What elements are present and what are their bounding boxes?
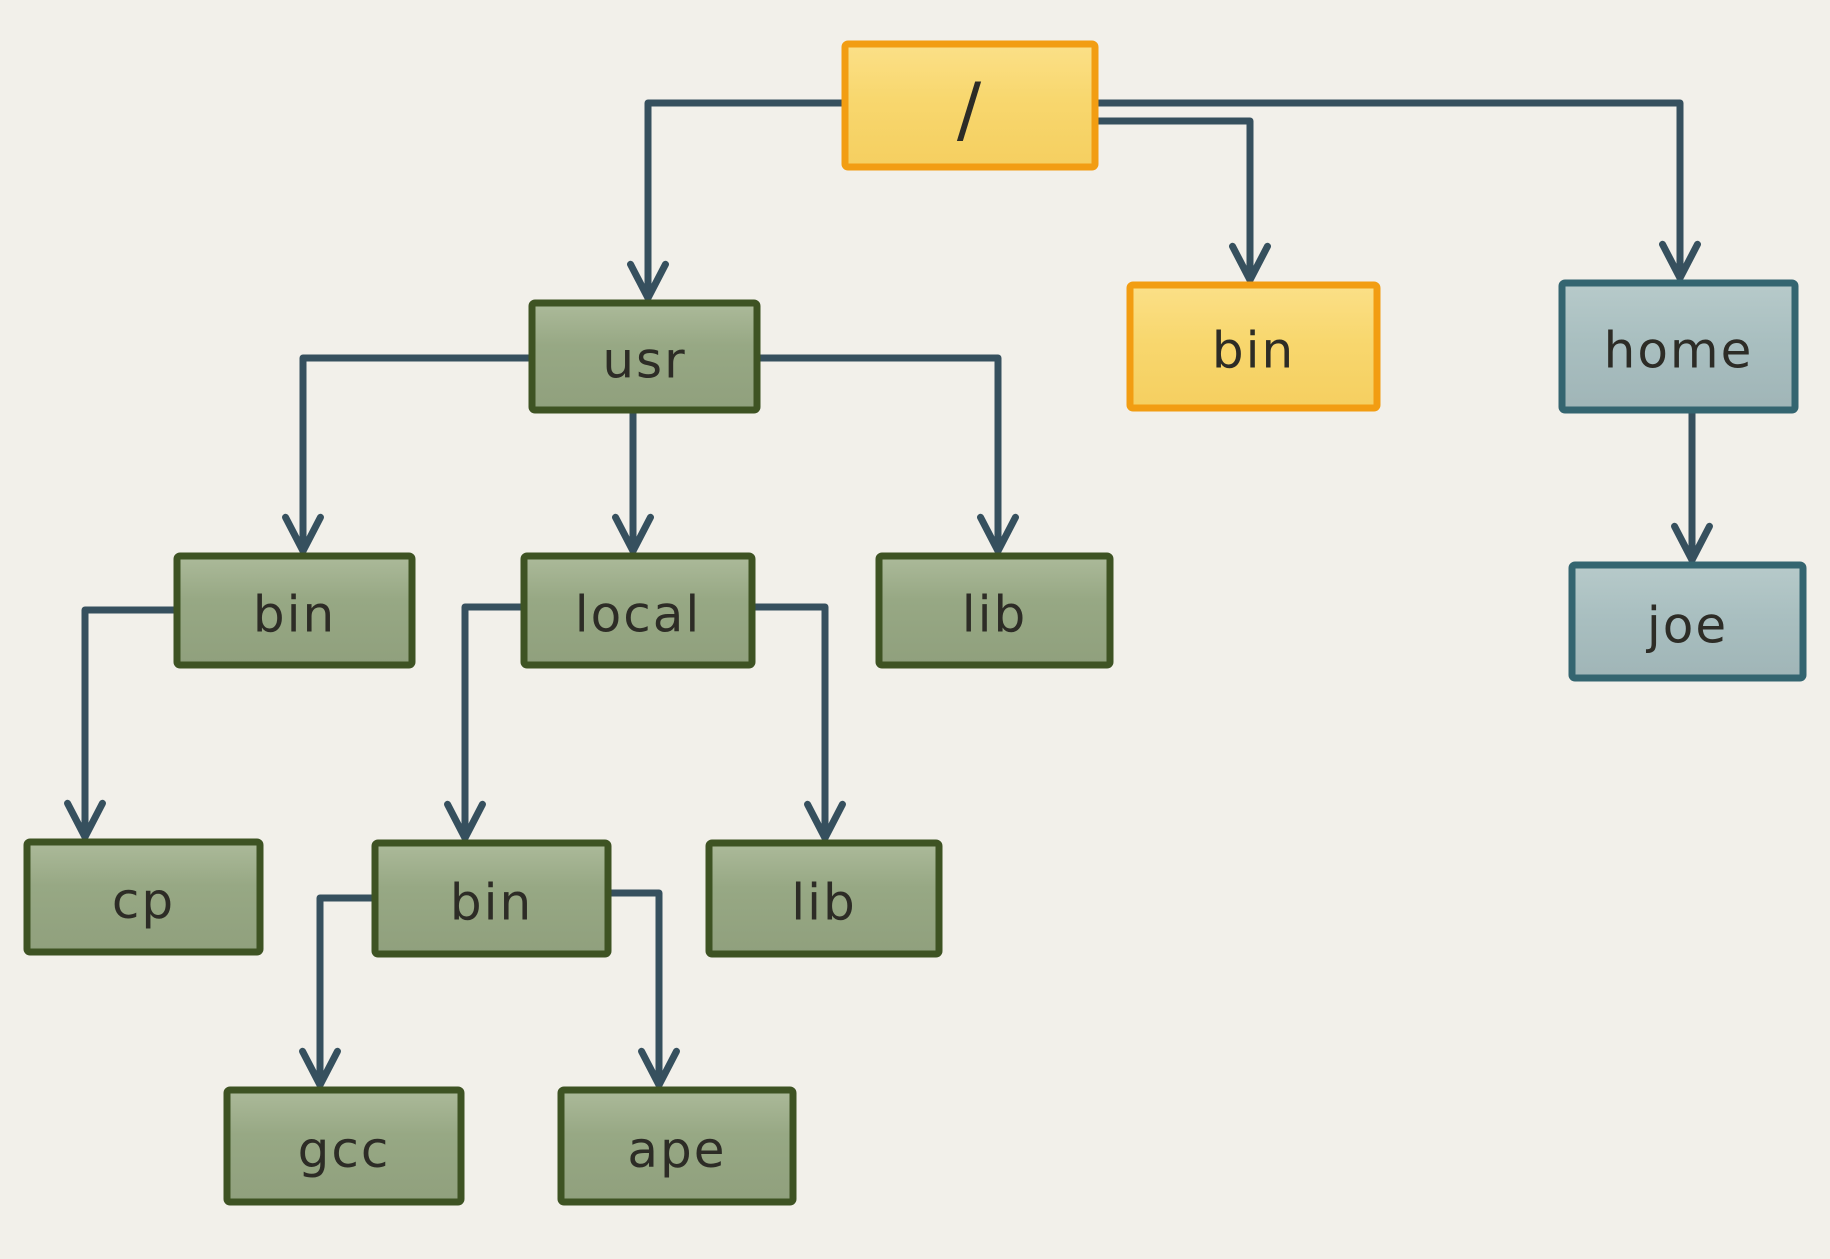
edge-line-root-to-usr	[644, 99, 845, 298]
edges-layer	[64, 99, 1713, 1089]
edge-line-bin2-to-gcc	[316, 894, 375, 1085]
node-joe-label: joe	[1646, 597, 1728, 655]
arrowhead-icon-root-to-usr	[627, 260, 669, 302]
connector-root-to-usr	[627, 99, 845, 302]
node-local-bin-box	[371, 839, 612, 958]
node-root-box	[841, 40, 1099, 171]
connector-bin2-to-gcc	[299, 894, 375, 1089]
arrowhead-icon-bin-to-cp	[64, 799, 106, 841]
connector-usr-to-bin	[282, 354, 532, 555]
node-usr-local-box	[520, 552, 756, 669]
node-local-lib-label: lib	[791, 874, 857, 932]
arrowhead-icon-usr-to-lib	[977, 513, 1019, 555]
arrowhead-icon-usr-to-local	[612, 513, 654, 555]
connector-root-to-home	[1097, 99, 1701, 282]
node-joe-box	[1568, 561, 1807, 682]
edge-line-local-to-bin	[461, 603, 524, 838]
node-usr-box	[528, 299, 761, 414]
node-local-lib-box	[705, 839, 943, 958]
node-bin-root-box	[1126, 281, 1381, 412]
node-home: home	[1558, 279, 1799, 414]
node-gcc: gcc	[223, 1086, 465, 1206]
node-home-box	[1558, 279, 1799, 414]
connector-local-to-lib	[752, 603, 846, 842]
connector-bin2-to-ape	[608, 889, 680, 1089]
node-ape-label: ape	[627, 1121, 726, 1179]
arrowhead-icon-root-to-home	[1659, 240, 1701, 282]
node-usr-bin-label: bin	[253, 586, 336, 644]
node-root: /	[841, 40, 1099, 171]
node-cp: cp	[23, 838, 264, 956]
node-root-label: /	[957, 68, 983, 152]
node-home-label: home	[1604, 322, 1754, 380]
node-usr-bin: bin	[173, 552, 416, 669]
connector-root-to-bin	[1097, 117, 1271, 284]
connector-usr-to-lib	[757, 354, 1019, 555]
arrowhead-icon-local-to-bin	[444, 800, 486, 842]
node-usr-bin-box	[173, 552, 416, 669]
node-usr-local-label: local	[575, 586, 702, 644]
edge-line-root-to-bin	[1097, 117, 1254, 280]
node-usr-lib: lib	[875, 552, 1114, 669]
arrowhead-icon-local-to-lib	[804, 800, 846, 842]
node-gcc-label: gcc	[298, 1121, 391, 1179]
edge-line-usr-to-bin	[299, 354, 532, 551]
connector-bin-to-cp	[64, 606, 177, 841]
node-cp-box	[23, 838, 264, 956]
node-joe: joe	[1568, 561, 1807, 682]
arrowhead-icon-bin2-to-ape	[638, 1047, 680, 1089]
node-cp-label: cp	[112, 872, 175, 930]
node-ape-box	[557, 1086, 797, 1206]
arrowhead-icon-root-to-bin	[1229, 242, 1271, 284]
node-gcc-box	[223, 1086, 465, 1206]
node-bin-root: bin	[1126, 281, 1381, 412]
arrowhead-icon-bin2-to-gcc	[299, 1047, 341, 1089]
arrowhead-icon-home-to-joe	[1671, 522, 1713, 564]
edge-line-local-to-lib	[752, 603, 829, 838]
node-usr-label: usr	[602, 332, 686, 390]
node-usr-lib-label: lib	[962, 586, 1028, 644]
node-usr: usr	[528, 299, 761, 414]
edge-line-bin2-to-ape	[608, 889, 663, 1085]
arrowhead-icon-usr-to-bin	[282, 513, 324, 555]
node-usr-lib-box	[875, 552, 1114, 669]
node-local-lib: lib	[705, 839, 943, 958]
node-local-bin-label: bin	[450, 874, 533, 932]
node-bin-root-label: bin	[1212, 322, 1295, 380]
node-ape: ape	[557, 1086, 797, 1206]
node-local-bin: bin	[371, 839, 612, 958]
edge-line-root-to-home	[1097, 99, 1684, 278]
connector-local-to-bin	[444, 603, 524, 842]
edge-line-usr-to-lib	[757, 354, 1002, 551]
node-usr-local: local	[520, 552, 756, 669]
nodes-layer: / usr bin home bin local lib joe cp bin lib gcc ape	[23, 40, 1807, 1206]
connector-usr-to-local	[612, 410, 654, 555]
edge-line-bin-to-cp	[81, 606, 177, 837]
connector-home-to-joe	[1671, 410, 1713, 564]
